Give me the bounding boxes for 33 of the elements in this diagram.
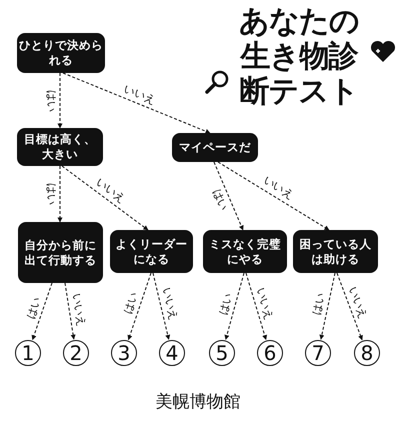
question-box: よくリーダーになる: [110, 230, 193, 273]
arrow: [64, 282, 76, 340]
arrow: [152, 272, 170, 340]
question-box: 目標は高く、大きい: [17, 128, 103, 166]
arrow: [58, 72, 62, 128]
arrow: [58, 166, 62, 222]
arrow: [319, 272, 336, 340]
arrow: [224, 272, 244, 340]
question-box: マイペースだ: [172, 133, 258, 162]
arrow: [62, 166, 148, 230]
result-circle: 1: [15, 340, 41, 366]
caption: 美幌博物館: [154, 391, 242, 413]
question-box: 困っている人は助ける: [293, 230, 378, 273]
arrow: [218, 162, 330, 230]
question-box: ひとりで決められる: [17, 33, 105, 73]
question-box: ミスなく完璧にやる: [203, 230, 287, 273]
result-circle: 8: [354, 340, 380, 366]
arrow: [62, 72, 210, 134]
question-box: 自分から前に出て行動する: [18, 222, 103, 283]
arrow: [214, 162, 244, 230]
result-circle: 6: [257, 340, 283, 366]
result-circle: 3: [111, 340, 137, 366]
edge-label: はい: [45, 182, 57, 206]
arrow: [32, 282, 52, 340]
arrow: [246, 272, 268, 340]
result-circle: 7: [305, 340, 331, 366]
arrow: [336, 272, 363, 340]
result-circle: 5: [209, 340, 235, 366]
result-circle: 2: [63, 340, 89, 366]
title: あなたの生き物診断テスト: [238, 4, 360, 109]
edge-label: はい: [45, 88, 57, 112]
arrow: [128, 272, 152, 340]
result-circle: 4: [159, 340, 185, 366]
